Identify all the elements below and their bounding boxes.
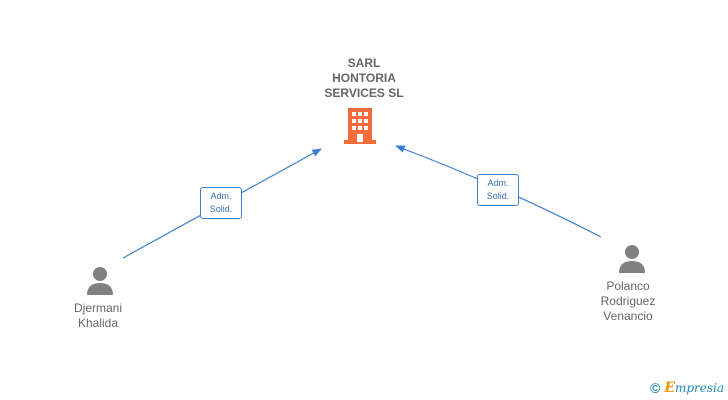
role-line: Solid. bbox=[486, 191, 510, 201]
person-name-line: Khalida bbox=[77, 316, 119, 330]
person-name-line: Rodriguez bbox=[600, 294, 656, 308]
person-icon[interactable] bbox=[85, 265, 115, 295]
role-line: Adm. bbox=[487, 178, 509, 188]
brand-logo-rest: mpresia bbox=[675, 381, 725, 395]
company-name-line: SERVICES SL bbox=[324, 86, 404, 100]
person-icon[interactable] bbox=[617, 243, 647, 273]
person-name-djermani[interactable]: Djermani Khalida bbox=[38, 301, 158, 331]
person-name-line: Venancio bbox=[603, 309, 653, 323]
role-badge-polanco[interactable]: Adm. Solid. bbox=[477, 174, 519, 206]
copyright-icon: © bbox=[650, 380, 661, 396]
person-name-line: Polanco bbox=[606, 279, 650, 293]
company-name[interactable]: SARL HONTORIA SERVICES SL bbox=[300, 56, 428, 101]
brand-watermark[interactable]: © Empresia bbox=[650, 378, 724, 398]
role-badge-djermani[interactable]: Adm. Solid. bbox=[200, 187, 242, 219]
brand-logo: Empresia bbox=[664, 380, 724, 396]
role-line: Adm. bbox=[210, 191, 232, 201]
person-name-line: Djermani bbox=[73, 301, 122, 315]
person-name-polanco[interactable]: Polanco Rodriguez Venancio bbox=[568, 279, 688, 324]
brand-logo-initial: E bbox=[664, 380, 675, 396]
company-name-line: HONTORIA bbox=[332, 71, 396, 85]
company-name-line: SARL bbox=[347, 56, 381, 70]
building-icon[interactable] bbox=[344, 108, 376, 144]
role-line: Solid. bbox=[209, 204, 233, 214]
